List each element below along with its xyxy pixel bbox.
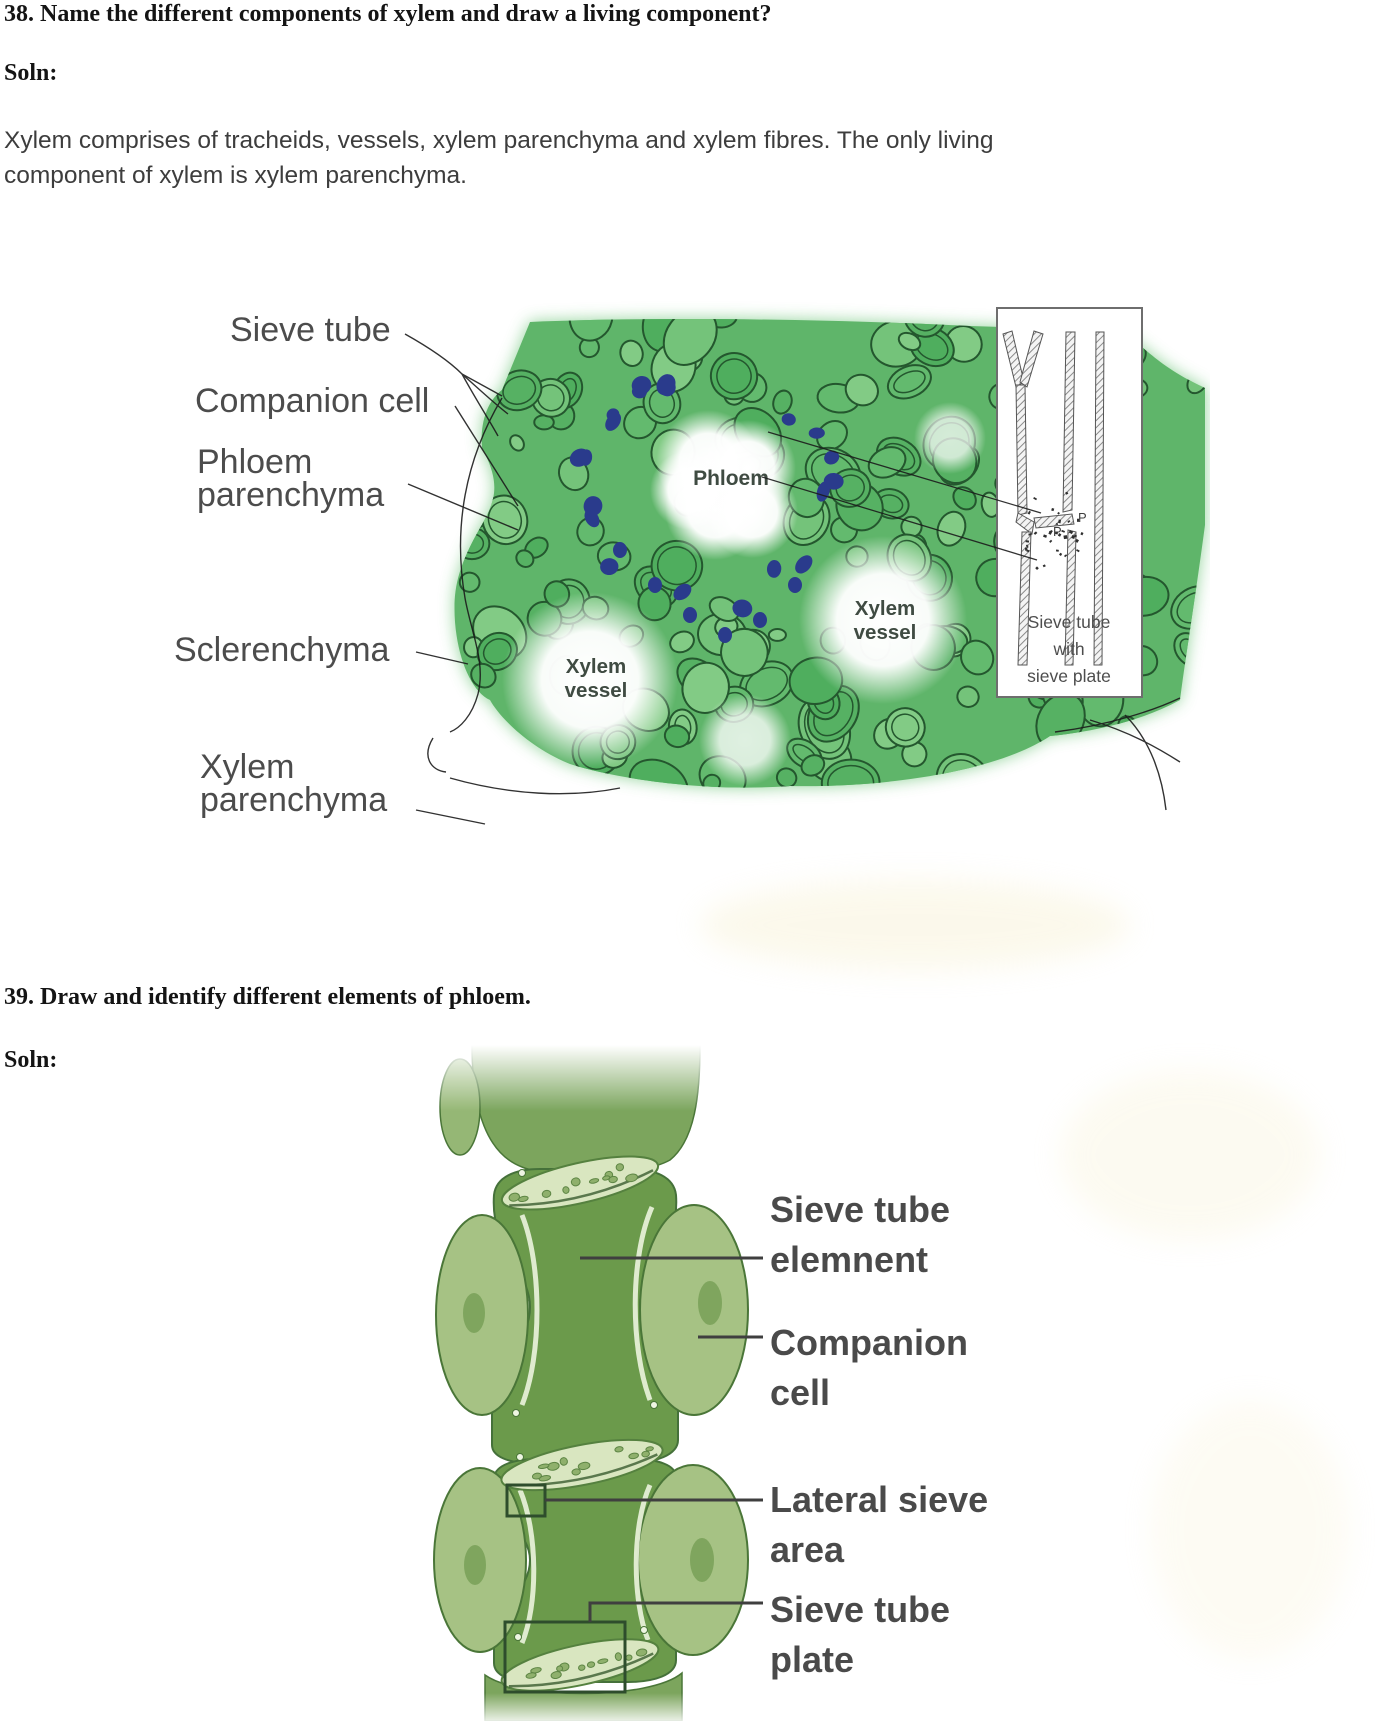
xylem-vessel-right-annotation-line2: vessel bbox=[854, 621, 917, 644]
tissue-gap bbox=[699, 694, 791, 786]
inset-caption-line2: with bbox=[1052, 639, 1084, 659]
phloem-lumen-glow bbox=[650, 410, 798, 560]
answer-38-line1: Xylem comprises of tracheids, vessels, x… bbox=[4, 127, 994, 154]
question-39-heading: 39. Draw and identify different elements… bbox=[4, 984, 531, 1010]
inset-caption-line1: Sieve tube bbox=[1028, 612, 1111, 632]
xylem-vessel-right-annotation-line1: Xylem bbox=[855, 597, 915, 620]
label-lateral-sieve-area-line1: Lateral sieve bbox=[770, 1479, 989, 1520]
label-sieve-tube-plate-line1: Sieve tube bbox=[770, 1589, 951, 1630]
xylem-vessel-left-lumen bbox=[502, 592, 678, 768]
cross-section-illustration: Phloem Xylem vessel Xylem vessel bbox=[404, 307, 1206, 825]
companion-cell-dots bbox=[569, 374, 844, 643]
label-sieve-tube-plate-line2: plate bbox=[770, 1639, 855, 1680]
soln-label-39: Soln: bbox=[4, 1047, 58, 1073]
label-lateral-sieve-area: Lateral sieve area bbox=[770, 1475, 988, 1575]
label-sclerenchyma: Sclerenchyma bbox=[174, 631, 390, 669]
figure-xylem-phloem-cross-section: Phloem Xylem vessel Xylem vessel bbox=[150, 270, 1210, 860]
figure-phloem-elements: Sieve tube elemnent Companion cell Later… bbox=[430, 1044, 990, 1722]
label-sieve-tube-element-line2: elemnent bbox=[770, 1239, 929, 1280]
scan-watermark bbox=[1150, 1400, 1350, 1660]
inset-caption-line3: sieve plate bbox=[1027, 666, 1111, 686]
xylem-vessel-left-annotation-line1: Xylem bbox=[566, 655, 626, 678]
sieve-tube-inset: P P Sieve tube with sieve plate bbox=[996, 307, 1143, 698]
tissue-gap bbox=[914, 402, 986, 474]
soln-label-38: Soln: bbox=[4, 60, 58, 86]
sieve-tube-walls bbox=[1002, 330, 1105, 666]
label-companion-cell: Companion cell bbox=[195, 382, 430, 420]
label-xylem-parenchyma-line1: Xylem bbox=[200, 748, 295, 786]
figure2-leader-lines bbox=[545, 1256, 763, 1622]
label-sieve-tube-element-line1: Sieve tube bbox=[770, 1189, 951, 1230]
answer-38-line2: component of xylem is xylem parenchyma. bbox=[4, 162, 467, 189]
particle-label-p: P bbox=[1078, 510, 1087, 525]
companion-cell-nuclei bbox=[463, 1281, 722, 1585]
label-companion-cell-line1: Companion bbox=[770, 1322, 968, 1363]
label-sieve-tube-plate: Sieve tube plate bbox=[770, 1585, 950, 1685]
label-sieve-tube: Sieve tube bbox=[230, 311, 391, 349]
question-38-heading: 38. Name the different components of xyl… bbox=[4, 1, 772, 27]
sieve-plate-particles bbox=[1024, 491, 1084, 570]
label-sieve-tube-element: Sieve tube elemnent bbox=[770, 1185, 950, 1285]
label-phloem-parenchyma-line1: Phloem bbox=[197, 443, 313, 481]
xylem-vessel-left-annotation-line2: vessel bbox=[565, 679, 628, 702]
label-companion-cell-fig2: Companion cell bbox=[770, 1318, 968, 1418]
scan-watermark bbox=[1060, 1070, 1320, 1240]
figure1-leader-lines bbox=[404, 333, 1181, 825]
bottom-fade bbox=[430, 1693, 990, 1721]
label-phloem-parenchyma-line2: parenchyma bbox=[197, 476, 385, 514]
label-phloem-parenchyma: Phloem parenchyma bbox=[197, 443, 385, 514]
label-xylem-parenchyma: Xylem parenchyma bbox=[200, 748, 388, 819]
sieve-plates bbox=[500, 1155, 664, 1692]
phloem-illustration bbox=[430, 1044, 990, 1722]
particle-label-p: P bbox=[1053, 524, 1062, 539]
label-xylem-parenchyma-line2: parenchyma bbox=[200, 781, 388, 819]
top-fade bbox=[430, 1045, 990, 1111]
label-companion-cell-line2: cell bbox=[770, 1372, 831, 1413]
phloem-annotation: Phloem bbox=[693, 467, 769, 490]
inset-leader-lines bbox=[761, 431, 1042, 561]
scan-watermark bbox=[700, 880, 1130, 970]
label-lateral-sieve-area-line2: area bbox=[770, 1529, 845, 1570]
xylem-vessel-right-lumen bbox=[799, 536, 967, 704]
sieve-tube-plate-marker bbox=[503, 1620, 627, 1694]
